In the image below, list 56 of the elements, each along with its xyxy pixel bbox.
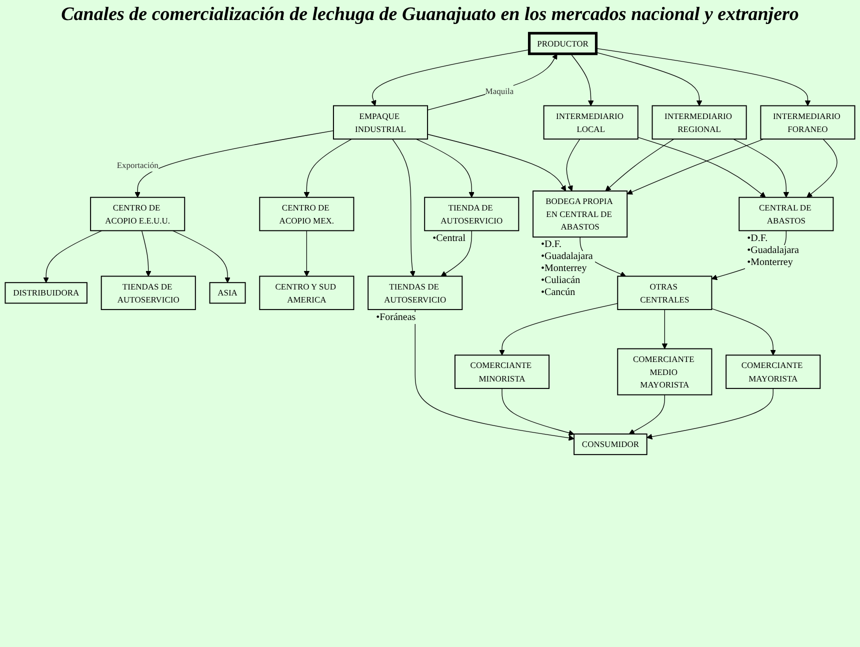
arrow: [427, 54, 558, 110]
arrow: [732, 138, 790, 198]
node-box: INTERMEDIARIO LOCAL: [543, 105, 638, 140]
node-box: TIENDA DE AUTOSERVICIO: [424, 196, 520, 232]
node-box: ASIA: [209, 282, 246, 304]
node-box: BODEGA PROPIA EN CENTRAL DE ABASTOS: [532, 190, 628, 238]
edge-label: Exportación: [116, 160, 158, 170]
node-box: COMERCIANTE MEDIO MAYORISTA: [617, 348, 712, 396]
arrow: [392, 138, 416, 276]
node-note: •Foráneas: [374, 312, 418, 324]
node-note: •Monterrey: [745, 256, 795, 269]
arrow: [43, 230, 102, 283]
node-note: •Guadalajara: [539, 251, 595, 264]
arrow: [605, 138, 674, 192]
arrow: [440, 230, 472, 276]
arrow: [628, 394, 665, 434]
node-box: INTERMEDIARIO FORANEO: [760, 105, 856, 140]
node-box: EMPAQUE INDUSTRIAL: [332, 105, 428, 140]
arrow: [711, 308, 776, 356]
arrow: [416, 138, 474, 198]
arrow: [172, 230, 230, 283]
arrow: [427, 134, 566, 192]
node-box: DISTRIBUIDORA: [4, 282, 88, 304]
node-box: COMERCIANTE MAYORISTA: [726, 354, 821, 389]
arrow: [566, 138, 580, 192]
node-box: TIENDAS DE AUTOSERVICIO: [100, 276, 196, 310]
arrow: [806, 138, 838, 198]
diagram-title: Canales de comercialización de lechuga de Guanajuato en los mercados nacional y extranjero: [60, 4, 800, 26]
node-box: CENTRO DE ACOPIO MEX.: [259, 196, 354, 232]
arrow: [304, 230, 310, 276]
node-box: COMERCIANTE MINORISTA: [454, 354, 550, 389]
arrow: [370, 49, 530, 106]
node-box: CENTRO Y SUD AMERICA: [259, 276, 354, 310]
arrow: [134, 130, 334, 198]
arrow: [596, 48, 811, 106]
arrow: [596, 52, 702, 106]
node-box: CENTRO DE ACOPIO E.E.U.U.: [90, 196, 186, 232]
arrow: [646, 388, 774, 440]
node-box: CONSUMIDOR: [574, 434, 648, 456]
arrow: [304, 138, 352, 198]
arrow: [638, 136, 766, 198]
arrow: [626, 138, 764, 195]
node-note: •Monterrey: [539, 263, 589, 276]
arrow: [499, 303, 618, 356]
node-box: OTRAS CENTRALES: [617, 276, 712, 310]
node-note: •Guadalajara: [745, 244, 801, 257]
node-box: TIENDAS DE AUTOSERVICIO: [368, 276, 463, 310]
edge-label: Maquila: [485, 86, 514, 96]
node-box: PRODUCTOR: [528, 32, 598, 56]
arrow: [662, 309, 668, 350]
arrow: [570, 53, 594, 106]
node-box: CENTRAL DE ABASTOS: [738, 196, 834, 232]
arrow: [502, 388, 574, 436]
arrow: [141, 230, 152, 276]
arrow: [414, 309, 574, 441]
node-box: INTERMEDIARIO REGIONAL: [652, 105, 747, 140]
